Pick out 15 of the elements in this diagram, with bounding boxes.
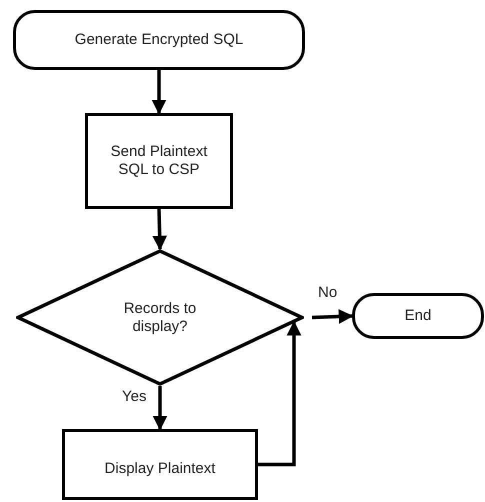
terminal-box [13,10,305,70]
terminal-box [352,293,484,339]
arrow [258,320,302,466]
arrow [152,386,168,430]
node-text: End [404,307,432,325]
process-box [85,113,233,209]
node-text: Send Plaintext SQL to CSP [110,143,208,179]
decision-diamond [16,249,304,386]
process-box [62,429,258,500]
node-text: Generate Encrypted SQL [74,31,244,49]
arrow [312,309,354,324]
node-text: Records to display? [122,300,198,336]
node-text: Display Plaintext [104,460,216,478]
arrow [152,208,168,250]
arrow [152,70,166,114]
